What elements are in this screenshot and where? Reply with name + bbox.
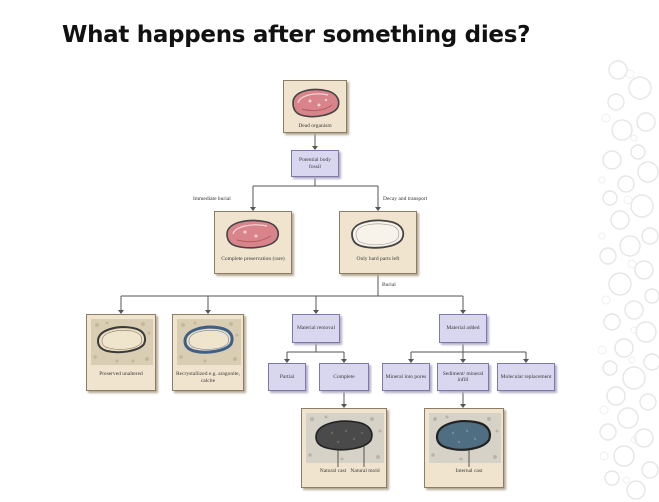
node-potential-body-fossil: Potential body fossil: [291, 150, 339, 177]
node-label-complete-preservation: Complete preservation (rare): [221, 256, 285, 262]
node-complete-preservation: Complete preservation (rare): [214, 211, 292, 274]
node-material-added: Material added: [439, 314, 487, 343]
slide-title: What happens after something dies?: [62, 22, 531, 48]
node-preserved-unaltered: Preserved unaltered: [86, 314, 156, 391]
fossil-shell-icon: [429, 413, 501, 467]
node-internal-cast: Internal cast: [424, 408, 504, 488]
node-only-hard-parts: Only hard parts left: [339, 211, 417, 274]
node-label-only-hard-parts: Only hard parts left: [356, 256, 400, 262]
bubble-decoration: [598, 60, 659, 500]
fossil-shell-icon: [292, 88, 340, 118]
node-natural-cast-mold: Natural cast Natural mold: [301, 408, 387, 488]
fossil-shell-icon: [91, 319, 153, 365]
node-mineral-into-pores: Mineral into pores: [382, 363, 430, 391]
node-molecular-replacement: Molecular replacement: [497, 363, 555, 391]
node-label-recrystallized: Recrystallized e.g. aragonite, calcite: [176, 371, 240, 384]
node-label-natural-mold: Natural mold: [350, 468, 380, 474]
node-label-internal-cast: Internal cast: [455, 468, 483, 474]
node-sediment-mineral-infill: Sediment/ mineral infill: [437, 363, 489, 391]
branch-label-decay-transport: Decay and transport: [382, 196, 429, 202]
node-material-removal: Material removal: [292, 314, 340, 343]
fossil-shell-icon: [177, 319, 241, 365]
node-label-dead-organism: Dead organism: [298, 123, 332, 129]
node-complete: Complete: [319, 363, 369, 391]
fossil-shell-icon: [351, 219, 405, 249]
fossil-shell-icon: [226, 219, 280, 249]
branch-label-immediate-burial: Immediate burial: [192, 196, 232, 202]
node-dead-organism: Dead organism: [283, 80, 347, 133]
node-label-natural-cast: Natural cast: [319, 468, 347, 474]
node-label-preserved-unaltered: Preserved unaltered: [99, 371, 143, 377]
branch-label-burial: Burial: [381, 282, 397, 288]
node-recrystallized: Recrystallized e.g. aragonite, calcite: [172, 314, 244, 391]
fossil-shell-icon: [306, 413, 384, 467]
node-partial: Partial: [268, 363, 306, 391]
